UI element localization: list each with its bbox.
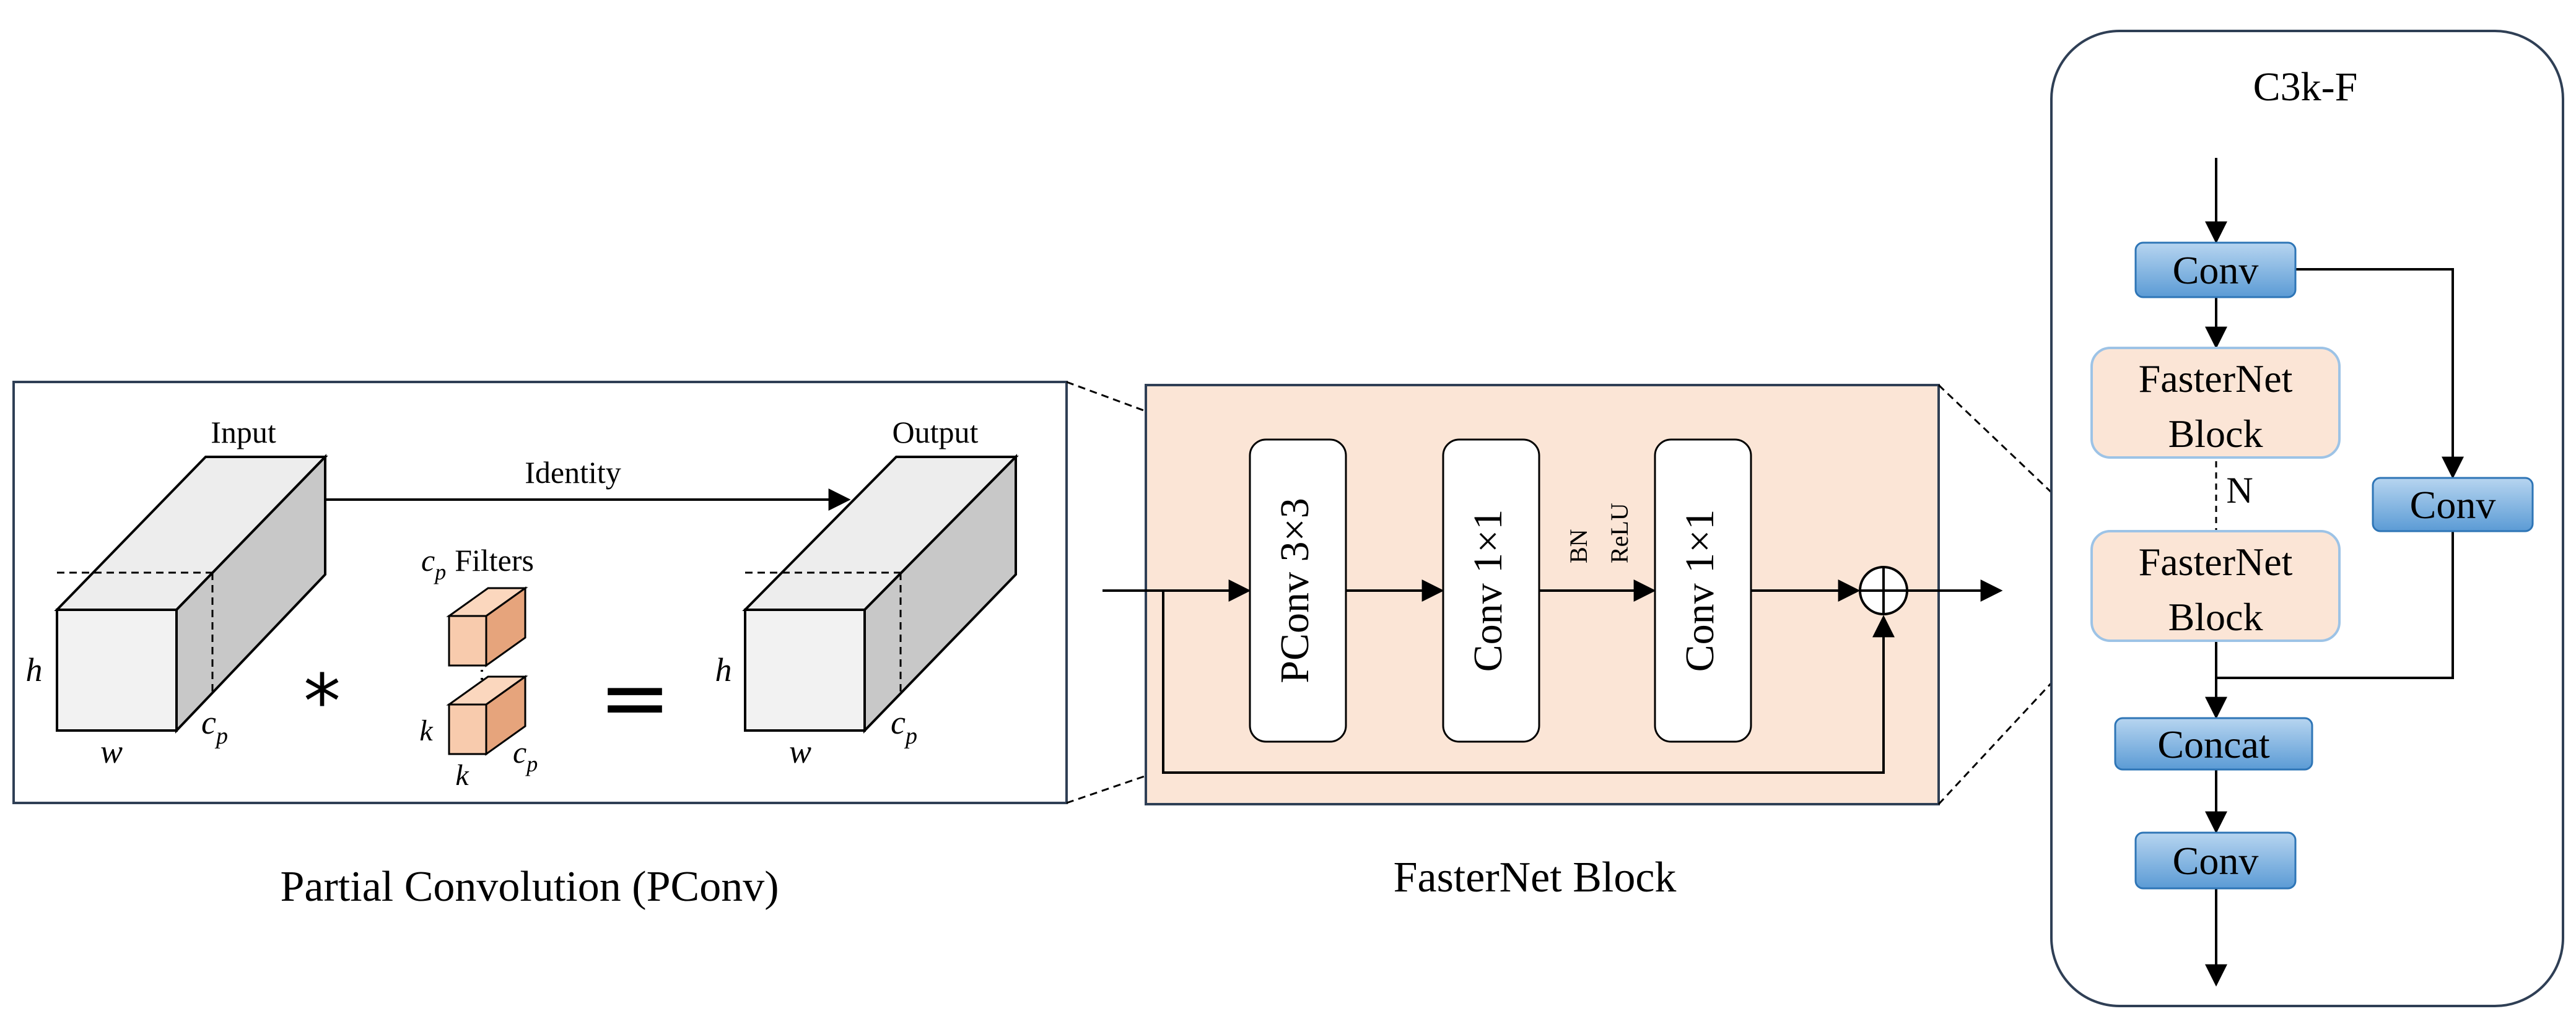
- c3kf-side-path: [2295, 268, 2464, 479]
- input-label: Input: [211, 415, 276, 449]
- pconv-3x3-label: PConv 3×3: [1272, 498, 1317, 683]
- convolution-star: *: [303, 659, 341, 745]
- add-node: [1859, 566, 1908, 615]
- c3kf-title: C3k-F: [2253, 64, 2358, 110]
- c3kf-fasternet-block-1: [2090, 347, 2341, 459]
- filter-cube-top: [446, 586, 528, 667]
- relu-label: ReLU: [1605, 503, 1633, 563]
- input-h-label: h: [26, 651, 43, 688]
- c3kf-conv-side: [2372, 477, 2534, 532]
- filter-cp-label: cp: [513, 735, 538, 776]
- filter-cube-bottom: [446, 675, 528, 756]
- input-w-label: w: [100, 733, 123, 770]
- equals-sign: =: [598, 648, 671, 748]
- c3kf-panel: C3k-F Conv FasterNet Block N FasterNet B…: [2050, 30, 2564, 1007]
- c3kf-conv-bottom-label: Conv: [2173, 839, 2259, 883]
- conv-1x1-label-b: Conv 1×1: [1677, 510, 1722, 672]
- bn-label: BN: [1565, 529, 1592, 563]
- c3kf-conv-bottom: [2134, 831, 2297, 890]
- conv-1x1-label-a: Conv 1×1: [1465, 510, 1511, 672]
- c3kf-fasternet-2-line2: Block: [2168, 595, 2263, 639]
- output-cp-label: cp: [891, 704, 917, 749]
- c3kf-concat: [2114, 717, 2313, 771]
- c3kf-conv-top-label: Conv: [2173, 248, 2259, 292]
- filter-k-left: k: [419, 714, 434, 747]
- pconv-caption: Partial Convolution (PConv): [281, 863, 779, 911]
- output-label: Output: [893, 415, 979, 449]
- residual-connection: [1162, 591, 1895, 774]
- output-feature-map: [742, 454, 1019, 734]
- identity-label: Identity: [525, 455, 621, 490]
- output-h-label: h: [715, 651, 732, 688]
- c3kf-concat-label: Concat: [2157, 722, 2270, 766]
- c3kf-fasternet-1-line1: FasterNet: [2139, 357, 2293, 401]
- c3kf-fasternet-block-2: [2090, 530, 2341, 642]
- c3kf-conv-side-label: Conv: [2410, 483, 2496, 527]
- c3kf-conv-top: [2134, 241, 2297, 298]
- c3kf-side-return: [2216, 531, 2454, 679]
- c3kf-repeat-n: N: [2226, 470, 2253, 511]
- fasternet-panel: PConv 3×3 Conv 1×1 Conv 1×1 BN ReLU Fast…: [1102, 384, 2003, 901]
- output-w-label: w: [789, 733, 811, 770]
- input-cp-label: cp: [201, 704, 228, 749]
- c3kf-fasternet-1-line2: Block: [2168, 412, 2263, 456]
- fasternet-caption: FasterNet Block: [1394, 854, 1677, 901]
- c3kf-fasternet-2-line1: FasterNet: [2139, 540, 2293, 584]
- input-feature-map: [54, 454, 328, 734]
- filter-k-bottom: k: [455, 759, 469, 792]
